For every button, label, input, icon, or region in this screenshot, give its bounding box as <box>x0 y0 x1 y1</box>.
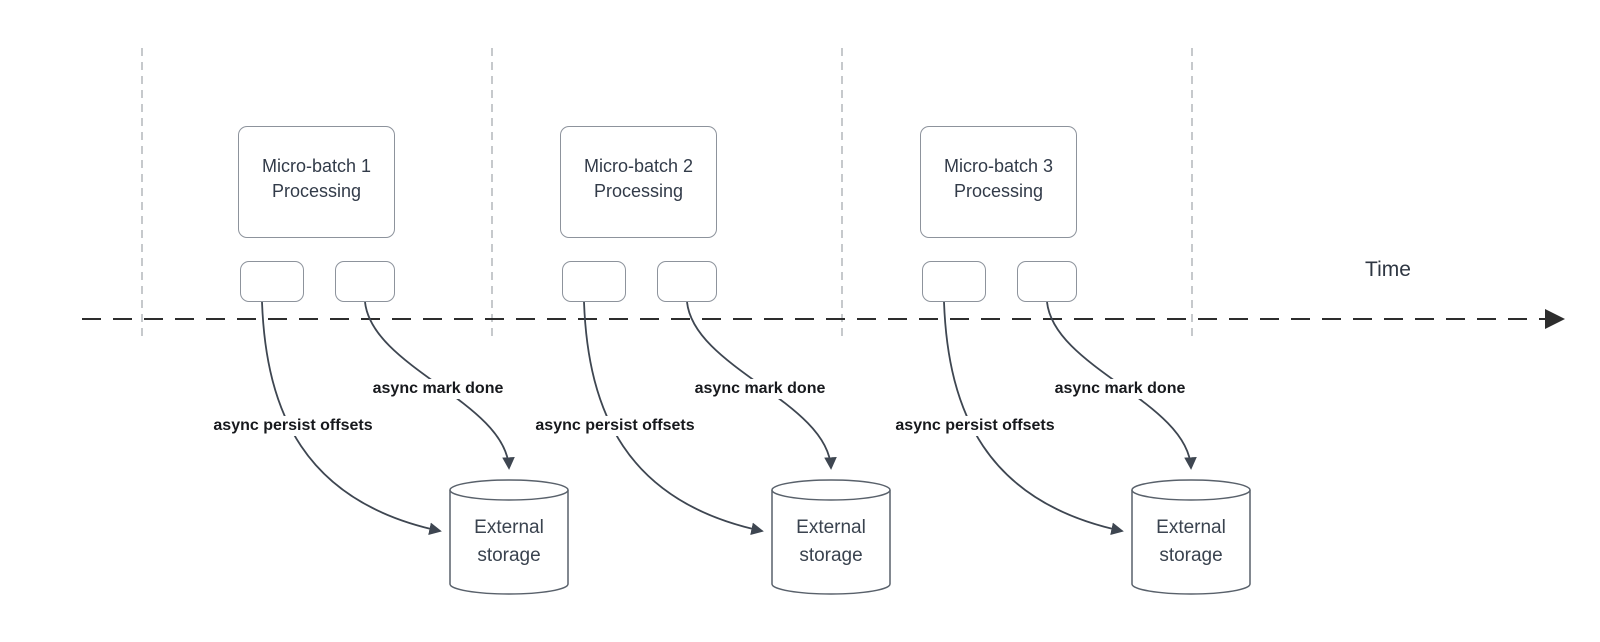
mark-done-task-box <box>335 261 395 302</box>
processing-box-title-line2: Processing <box>593 181 684 201</box>
persist-offsets-arrow-label: async persist offsets <box>533 416 697 436</box>
processing-box-title-line2: Processing <box>271 181 362 201</box>
external-storage-label-line1: External <box>474 517 544 538</box>
processing-box: Micro-batch 1 Processing <box>238 126 395 238</box>
processing-box: Micro-batch 2 Processing <box>560 126 717 238</box>
processing-box-title-line1: Micro-batch 1 <box>261 156 372 176</box>
persist-offsets-arrow <box>261 301 442 535</box>
processing-box-title-line2: Processing <box>953 181 1044 201</box>
micro-batch-group-2: Micro-batch 2 Processing async persist o… <box>500 0 900 642</box>
external-storage-label-line2: storage <box>1159 545 1223 566</box>
persist-offsets-arrow-label: async persist offsets <box>893 416 1057 436</box>
persist-offsets-task-box <box>922 261 986 302</box>
external-storage-label-line2: storage <box>477 545 541 566</box>
processing-box-title-line1: Micro-batch 2 <box>583 156 694 176</box>
mark-done-task-box <box>657 261 717 302</box>
persist-offsets-arrow <box>943 301 1124 535</box>
persist-offsets-task-box <box>240 261 304 302</box>
time-axis-label: Time <box>1365 258 1411 281</box>
group-art <box>583 301 891 595</box>
external-storage-cylinder <box>1131 490 1251 595</box>
external-storage-cylinder-top <box>771 479 891 501</box>
external-storage-label: External storage <box>1132 514 1250 570</box>
external-storage-label: External storage <box>772 514 890 570</box>
mark-done-arrow-label: async mark done <box>1052 379 1188 399</box>
mark-done-arrow-label: async mark done <box>692 379 828 399</box>
processing-box-title-line1: Micro-batch 3 <box>943 156 1054 176</box>
persist-offsets-arrow-label: async persist offsets <box>211 416 375 436</box>
external-storage-label: External storage <box>450 514 568 570</box>
mark-done-task-box <box>1017 261 1077 302</box>
mark-done-arrow-label: async mark done <box>370 379 506 399</box>
external-storage-cylinder-top <box>449 479 569 501</box>
external-storage-label-line2: storage <box>799 545 863 566</box>
persist-offsets-arrow <box>583 301 764 535</box>
external-storage-cylinder-top <box>1131 479 1251 501</box>
persist-offsets-task-box <box>562 261 626 302</box>
micro-batch-group-1: Micro-batch 1 Processing async persist o… <box>178 0 578 642</box>
processing-box: Micro-batch 3 Processing <box>920 126 1077 238</box>
external-storage-cylinder <box>449 490 569 595</box>
micro-batch-group-3: Micro-batch 3 Processing async persist o… <box>860 0 1260 642</box>
external-storage-label-line1: External <box>1156 517 1226 538</box>
external-storage-label-line1: External <box>796 517 866 538</box>
external-storage-cylinder <box>771 490 891 595</box>
